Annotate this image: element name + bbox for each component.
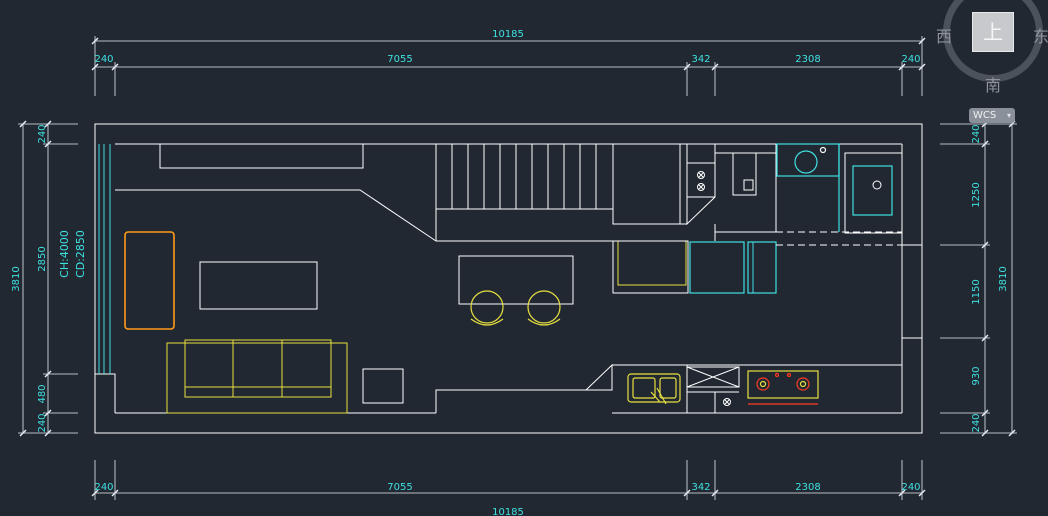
- viewcube-west[interactable]: 西: [936, 27, 953, 46]
- dim-top-a: 240: [94, 54, 113, 65]
- dim-left-c: 480: [37, 384, 48, 403]
- dim-left-a: 240: [37, 124, 48, 143]
- dim-right-e: 240: [971, 413, 982, 432]
- staircase: [435, 143, 687, 242]
- cyan-cabinet-1: [689, 241, 745, 294]
- wall-cabinet: [159, 143, 364, 169]
- toilet-area: [715, 144, 777, 232]
- stair-ramp: [115, 189, 437, 242]
- viewcube-east[interactable]: 东: [1033, 27, 1048, 46]
- dim-left-total: 3810: [11, 266, 22, 291]
- fridge: [617, 241, 687, 286]
- dim-left-d: 240: [37, 413, 48, 432]
- annotation-ceiling-drop: CD:2850: [74, 230, 87, 278]
- dim-bottom-e: 240: [901, 482, 920, 493]
- wash-basin: [844, 152, 903, 234]
- annotation-ceiling-height: CH:4000: [58, 230, 71, 278]
- bar-stools: [470, 290, 561, 326]
- dining-table: [458, 255, 574, 305]
- dim-right-total: 3810: [998, 266, 1009, 291]
- dimension-chain-left: [18, 120, 78, 437]
- wcs-label: WCS: [973, 110, 997, 121]
- dim-bottom-a: 240: [94, 482, 113, 493]
- gas-stove: [747, 370, 819, 405]
- dim-bottom-d: 2308: [795, 482, 820, 493]
- window-left: [98, 144, 111, 374]
- small-cooktop: [686, 143, 776, 233]
- dimension-chain-bottom: [91, 460, 926, 500]
- side-table: [362, 368, 404, 404]
- armchair: [124, 231, 175, 330]
- dim-right-a: 240: [971, 124, 982, 143]
- cyan-cabinet-2: [747, 241, 777, 294]
- dim-top-e: 240: [901, 54, 920, 65]
- viewcube-top-face[interactable]: 上: [972, 12, 1014, 52]
- chevron-down-icon: ▾: [1006, 111, 1011, 120]
- dim-top-c: 342: [691, 54, 710, 65]
- dim-top-total: 10185: [492, 29, 524, 40]
- wcs-dropdown[interactable]: WCS ▾: [969, 108, 1015, 123]
- dim-bottom-b: 7055: [387, 482, 412, 493]
- dim-right-b: 1250: [971, 182, 982, 207]
- dim-top-b: 7055: [387, 54, 412, 65]
- dim-right-d: 930: [971, 366, 982, 385]
- dimension-chain-top: [91, 36, 926, 96]
- kitchen-counter-lower: [686, 365, 740, 413]
- coffee-table: [199, 261, 318, 310]
- viewcube-south[interactable]: 南: [985, 76, 1002, 95]
- dim-bottom-total: 10185: [492, 507, 524, 516]
- dimension-chain-right: [940, 120, 1017, 437]
- kitchen-counter-outline: [612, 240, 689, 294]
- dim-bottom-c: 342: [691, 482, 710, 493]
- dim-right-c: 1150: [971, 279, 982, 304]
- dim-top-d: 2308: [795, 54, 820, 65]
- shower-area: [776, 143, 893, 232]
- viewcube-compass-ring[interactable]: [943, 0, 1043, 82]
- sofa: [166, 339, 348, 414]
- dim-left-b: 2850: [37, 246, 48, 271]
- kitchen-sink: [627, 373, 681, 405]
